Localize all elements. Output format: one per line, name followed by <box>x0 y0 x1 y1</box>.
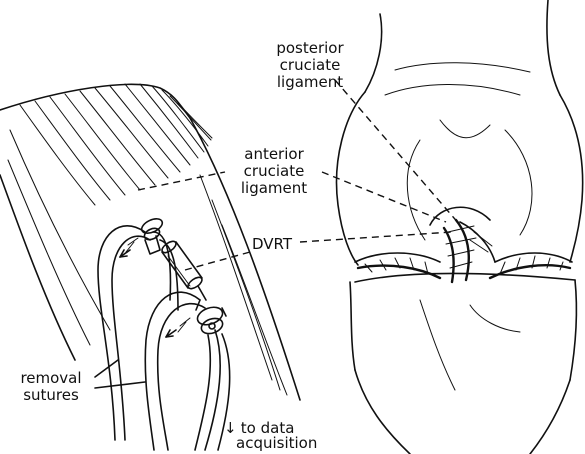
pcl-leader <box>335 80 460 225</box>
pcl-label-line-2: cruciate <box>250 57 370 74</box>
sutures-label-line-1: removal <box>6 370 96 387</box>
acl-label-line-1: anterior <box>224 146 324 163</box>
acl-label-line-2: cruciate <box>224 163 324 180</box>
down-arrow-icon: ↓ <box>224 420 236 437</box>
sutures-label: removal sutures <box>6 370 96 404</box>
removal-suture-loops <box>98 226 230 450</box>
acl-leader-right <box>322 172 446 222</box>
sutures-label-line-2: sutures <box>6 387 96 404</box>
knee-joint <box>337 0 583 454</box>
sutures-leader-1 <box>95 360 118 377</box>
dvrt-label: DVRT <box>252 236 292 253</box>
acl-label: anterior cruciate ligament <box>224 146 324 197</box>
acl-label-line-3: ligament <box>224 180 324 197</box>
acquisition-label: ↓ to data acquisition <box>224 420 317 452</box>
acquisition-label-line-2: acquisition <box>236 435 317 452</box>
pcl-label-line-3: ligament <box>250 74 370 91</box>
sutures-leader-2 <box>95 382 145 388</box>
pcl-label-line-1: posterior <box>250 40 370 57</box>
direction-arrows <box>120 250 176 337</box>
dvrt-leader-right <box>300 232 452 242</box>
leader-lines <box>95 80 460 388</box>
dvrt-upper-barb <box>126 216 165 254</box>
pcl-label: posterior cruciate ligament <box>250 40 370 91</box>
